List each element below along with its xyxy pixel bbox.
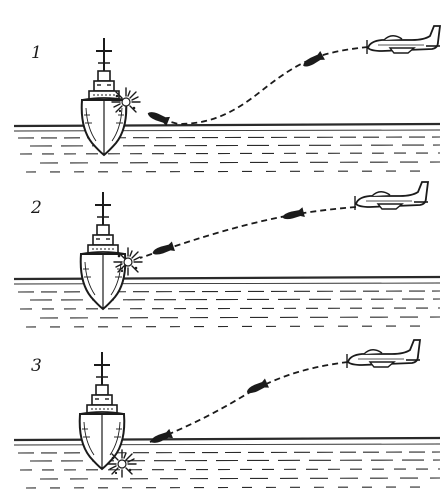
bomb-icon [281,207,305,223]
water-surface [13,122,441,173]
panel-label-2: 2 [30,198,42,218]
panel-2: 2 [13,181,441,328]
aircraft-icon [354,181,429,211]
panel-label-1: 1 [31,43,42,63]
bomb-icon [145,108,170,127]
bomb-icon [300,50,325,71]
explosion-icon [113,247,143,276]
bomb-trajectory [139,206,357,259]
water-surface [13,275,441,328]
panel-label-3: 3 [31,356,42,376]
explosion-icon [111,87,141,116]
ship-icon [79,191,127,310]
panel-3: 3 [13,339,441,489]
explosion-icon [107,449,137,478]
water-surface [13,436,441,489]
bomb-trajectory [149,361,349,443]
bomb-icon [150,241,175,258]
bomb-icon [148,428,173,447]
bomb-trajectory [149,46,369,125]
aircraft-icon [346,339,421,369]
aircraft-icon [366,25,441,55]
panel-1: 1 [13,25,441,173]
ship-icon [78,351,126,470]
